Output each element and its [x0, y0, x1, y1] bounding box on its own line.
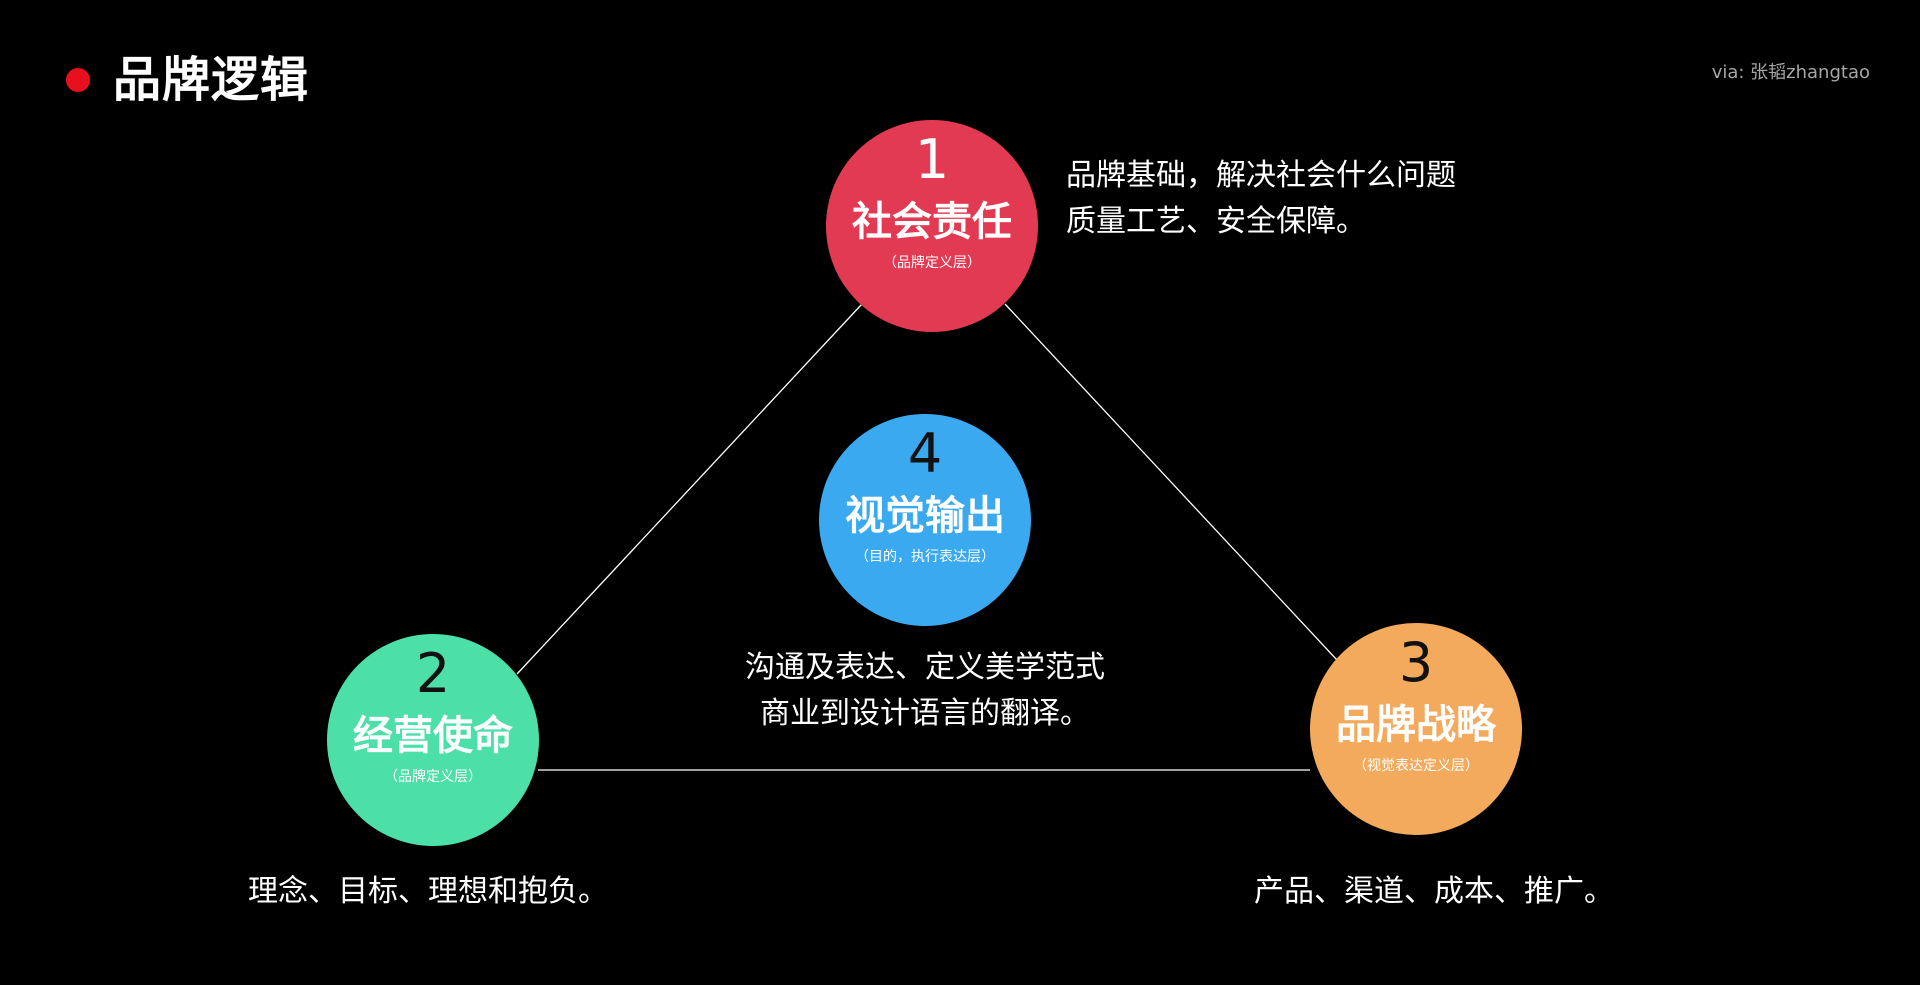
title-bullet-dot [66, 68, 90, 92]
node-layer-label: （目的，执行表达层） [855, 549, 995, 565]
description-line: 沟通及表达、定义美学范式 [745, 650, 1105, 685]
node-layer-label: （品牌定义层） [883, 255, 981, 271]
node-title: 视觉输出 [845, 493, 1005, 539]
node1-description: 品牌基础，解决社会什么问题 质量工艺、安全保障。 [1066, 153, 1456, 245]
page-title: 品牌逻辑 [113, 52, 310, 108]
node4-description: 沟通及表达、定义美学范式 商业到设计语言的翻译。 [720, 645, 1130, 737]
node2-description: 理念、目标、理想和抱负。 [248, 869, 608, 915]
description-line: 品牌基础，解决社会什么问题 [1066, 158, 1456, 193]
connector-1-3 [1004, 303, 1338, 661]
node-number: 1 [914, 128, 950, 191]
node-business-mission: 2 经营使命 （品牌定义层） [327, 634, 539, 846]
node-title: 社会责任 [852, 199, 1012, 245]
node-brand-strategy: 3 品牌战略 （视觉表达定义层） [1310, 623, 1522, 835]
node-number: 3 [1398, 631, 1434, 694]
node-number: 4 [907, 422, 943, 485]
node-number: 2 [415, 642, 451, 705]
node-layer-label: （品牌定义层） [384, 769, 482, 785]
node-layer-label: （视觉表达定义层） [1353, 758, 1479, 774]
description-line: 商业到设计语言的翻译。 [760, 696, 1090, 731]
node-title: 经营使命 [353, 713, 513, 759]
node3-description: 产品、渠道、成本、推广。 [1254, 869, 1614, 915]
connector-1-2 [516, 303, 863, 675]
credit-text: via: 张韬zhangtao [1711, 62, 1870, 83]
node-title: 品牌战略 [1336, 702, 1496, 748]
description-line: 质量工艺、安全保障。 [1066, 204, 1366, 239]
node-social-responsibility: 1 社会责任 （品牌定义层） [826, 120, 1038, 332]
node-visual-output: 4 视觉输出 （目的，执行表达层） [819, 414, 1031, 626]
description-line: 理念、目标、理想和抱负。 [248, 874, 608, 909]
description-line: 产品、渠道、成本、推广。 [1254, 874, 1614, 909]
